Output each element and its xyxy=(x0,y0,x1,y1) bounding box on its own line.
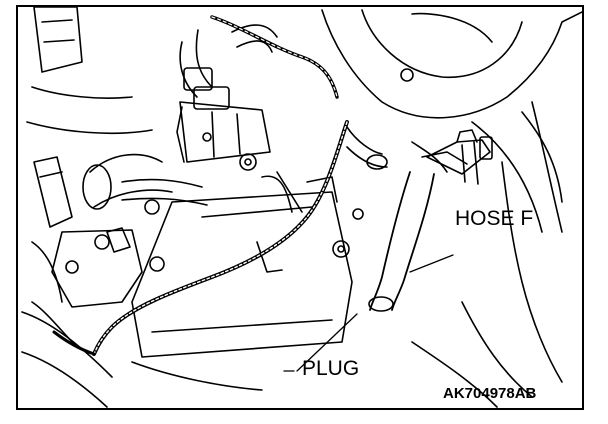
hose-fitting xyxy=(426,129,493,185)
figure-code: AK704978AB xyxy=(443,385,537,402)
diagram-frame xyxy=(16,5,584,410)
left-pipe xyxy=(33,153,208,228)
plug-leader-line xyxy=(296,313,358,372)
lower-left-cylinder xyxy=(21,311,263,408)
upper-right-pipes xyxy=(346,126,468,173)
left-lower-bracket xyxy=(31,199,165,348)
plug-label: PLUG xyxy=(302,357,360,380)
hose-f-label: HOSE F xyxy=(455,207,534,230)
connector-bracket xyxy=(176,101,271,171)
center-bolt xyxy=(332,208,364,258)
upper-small-hose xyxy=(179,24,278,110)
hose-f xyxy=(368,171,435,312)
engine-bay-line-art xyxy=(21,7,582,408)
upper-housing xyxy=(321,9,582,233)
central-body-panel xyxy=(131,171,353,358)
hose-leader-line xyxy=(409,254,454,273)
upper-wire-harness xyxy=(210,15,339,99)
lower-right-hoses xyxy=(411,101,563,408)
leader-lines xyxy=(283,254,454,372)
upper-left-clip xyxy=(26,7,153,135)
main-wire-harness xyxy=(52,120,349,356)
